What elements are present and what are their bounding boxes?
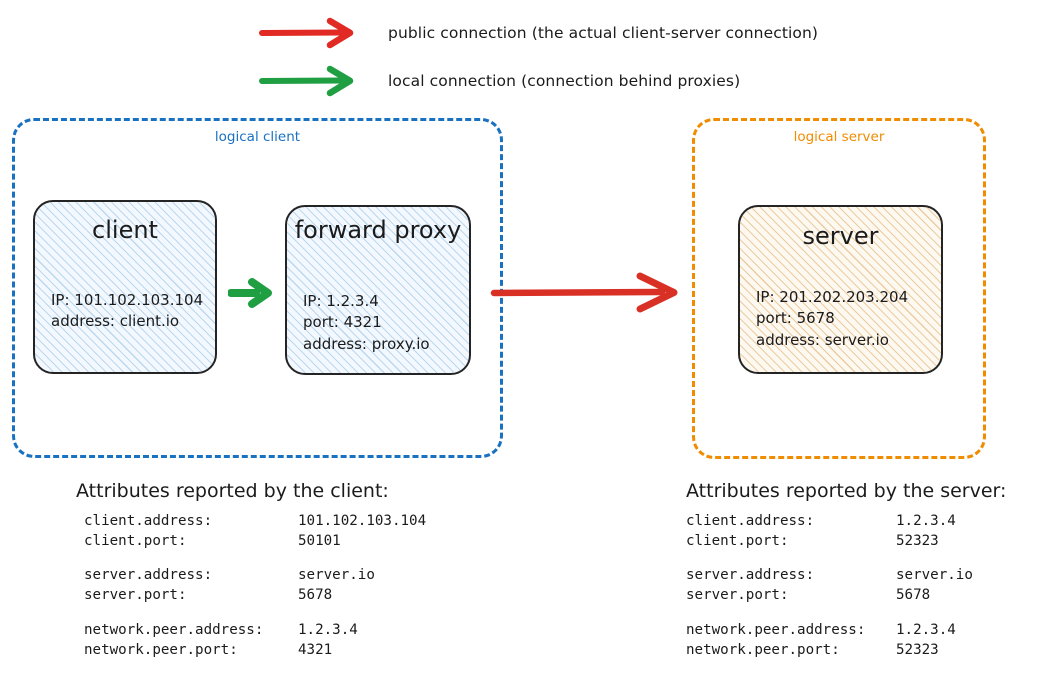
forward-proxy-node: forward proxy IP: 1.2.3.4 port: 4321 add… bbox=[285, 205, 471, 375]
attribute-group: server.address: server.io server.port: 5… bbox=[686, 565, 1006, 605]
attribute-value: 52323 bbox=[896, 533, 939, 550]
server-attributes-panel: Attributes reported by the server: clien… bbox=[686, 480, 1006, 674]
attribute-key: client.port: bbox=[686, 533, 789, 550]
attribute-value: server.io bbox=[298, 567, 375, 584]
logical-client-zone: logical client bbox=[12, 118, 503, 458]
client-node-title: client bbox=[92, 216, 158, 244]
attribute-key: network.peer.port: bbox=[686, 641, 840, 658]
attribute-row: server.address: server.io bbox=[84, 565, 426, 585]
server-node-title: server bbox=[802, 222, 879, 250]
attribute-row: server.port: 5678 bbox=[686, 585, 1006, 605]
attribute-value: server.io bbox=[896, 567, 973, 584]
server-attributes-heading: Attributes reported by the server: bbox=[686, 480, 1007, 502]
public-connection-arrow bbox=[490, 272, 678, 313]
attribute-value: 4321 bbox=[298, 641, 333, 658]
client-node: client IP: 101.102.103.104 address: clie… bbox=[33, 200, 217, 374]
attribute-value: 5678 bbox=[896, 587, 931, 604]
legend-item-public: public connection (the actual client-ser… bbox=[258, 16, 818, 50]
attribute-key: server.address: bbox=[84, 567, 213, 584]
attribute-key: server.port: bbox=[84, 587, 187, 604]
attribute-row: client.port: 52323 bbox=[686, 531, 1006, 551]
attribute-row: client.address: 101.102.103.104 bbox=[84, 511, 426, 531]
attribute-row: server.address: server.io bbox=[686, 565, 1006, 585]
attribute-key: network.peer.port: bbox=[84, 641, 238, 658]
attribute-value: 101.102.103.104 bbox=[298, 513, 427, 529]
attribute-key: server.address: bbox=[686, 567, 815, 584]
green-arrow-icon bbox=[259, 65, 354, 97]
client-attributes-heading: Attributes reported by the client: bbox=[76, 480, 389, 502]
attribute-value: 1.2.3.4 bbox=[896, 621, 956, 638]
forward-proxy-node-details: IP: 1.2.3.4 port: 4321 address: proxy.io bbox=[303, 292, 430, 353]
legend-label-local: local connection (connection behind prox… bbox=[388, 72, 741, 90]
attribute-group: client.address: 1.2.3.4 client.port: 523… bbox=[686, 511, 1006, 551]
attribute-group: network.peer.address: 1.2.3.4 network.pe… bbox=[84, 620, 426, 660]
attribute-key: server.port: bbox=[686, 587, 789, 604]
local-connection-arrow bbox=[228, 278, 272, 308]
attribute-key: network.peer.address: bbox=[84, 621, 264, 638]
server-node-hatch bbox=[740, 207, 941, 372]
attribute-group: server.address: server.io server.port: 5… bbox=[84, 565, 426, 605]
logical-server-zone: logical server bbox=[692, 118, 986, 459]
attribute-row: network.peer.address: 1.2.3.4 bbox=[84, 620, 426, 640]
attribute-key: client.address: bbox=[686, 513, 815, 529]
attribute-row: client.port: 50101 bbox=[84, 531, 426, 551]
logical-server-label: logical server bbox=[793, 129, 885, 145]
attribute-row: network.peer.port: 52323 bbox=[686, 640, 1006, 660]
attribute-row: client.address: 1.2.3.4 bbox=[686, 511, 1006, 531]
server-node: server IP: 201.202.203.204 port: 5678 ad… bbox=[738, 205, 943, 374]
client-node-details: IP: 101.102.103.104 address: client.io bbox=[51, 291, 204, 331]
attribute-row: network.peer.port: 4321 bbox=[84, 640, 426, 660]
server-node-details: IP: 201.202.203.204 port: 5678 address: … bbox=[756, 288, 909, 349]
attribute-value: 5678 bbox=[298, 587, 333, 604]
attribute-group: network.peer.address: 1.2.3.4 network.pe… bbox=[686, 620, 1006, 660]
attribute-key: client.port: bbox=[84, 533, 187, 550]
attribute-key: client.address: bbox=[84, 513, 213, 529]
attribute-row: network.peer.address: 1.2.3.4 bbox=[686, 620, 1006, 640]
forward-proxy-node-hatch bbox=[287, 207, 469, 373]
attribute-value: 1.2.3.4 bbox=[896, 513, 956, 529]
red-arrow-icon bbox=[259, 17, 354, 49]
legend-item-local: local connection (connection behind prox… bbox=[258, 64, 740, 98]
attribute-value: 52323 bbox=[896, 641, 939, 658]
attribute-key: network.peer.address: bbox=[686, 621, 866, 638]
forward-proxy-node-title: forward proxy bbox=[294, 216, 462, 244]
logical-client-label: logical client bbox=[214, 129, 301, 145]
attribute-group: client.address: 101.102.103.104 client.p… bbox=[84, 511, 426, 551]
client-node-hatch bbox=[35, 202, 215, 372]
client-attributes-panel: Attributes reported by the client: clien… bbox=[76, 480, 426, 674]
attribute-value: 50101 bbox=[298, 533, 341, 550]
legend-label-public: public connection (the actual client-ser… bbox=[388, 24, 819, 42]
attribute-value: 1.2.3.4 bbox=[298, 621, 358, 638]
attribute-row: server.port: 5678 bbox=[84, 585, 426, 605]
